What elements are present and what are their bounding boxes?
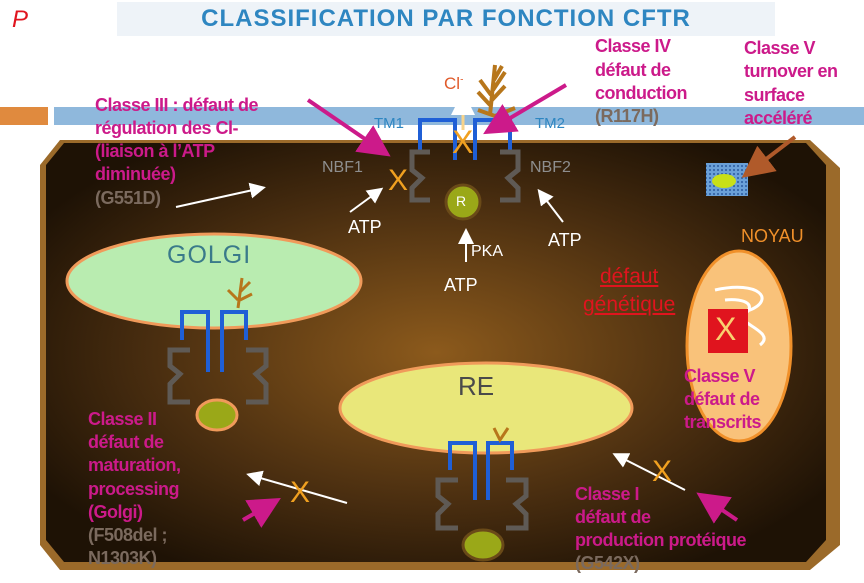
x-mark-conduction: X — [452, 124, 474, 160]
class2-mutation-2: N1303K) — [88, 548, 157, 568]
class3-line-4: diminuée) — [95, 164, 176, 184]
atp-arrow-right — [537, 188, 564, 223]
x-mark-production: X — [652, 455, 673, 488]
x-mark-genetic: X — [715, 311, 737, 347]
nbf2-label: NBF2 — [530, 159, 571, 176]
blue-bar — [54, 107, 864, 125]
orange-bar — [0, 107, 48, 125]
tm2-label: TM2 — [535, 115, 565, 132]
atp-label-right: ATP — [548, 230, 582, 250]
class2-arrow — [241, 497, 281, 528]
x-mark-maturation: X — [290, 476, 311, 509]
class2-mutation-1: (F508del ; — [88, 525, 168, 545]
genetic-defect-box — [708, 309, 748, 353]
class1-arrow — [696, 492, 739, 524]
nbf1-label: NBF1 — [322, 159, 363, 176]
class4-line-2: défaut de — [595, 60, 671, 80]
class4-mutation: (R117H) — [595, 106, 659, 126]
genetic-defect-label-1: défaut — [600, 265, 659, 288]
class1-line-3: production protéique — [575, 530, 746, 550]
pka-label: PKA — [471, 243, 504, 260]
class3-pointer — [175, 182, 266, 208]
cl-ion-label: Cl- — [444, 74, 464, 93]
class2-line-4: processing — [88, 479, 180, 499]
class4-arrow — [483, 83, 568, 135]
class5b-line-3: transcrits — [684, 412, 762, 432]
class1-mutation: (G542X) — [575, 553, 640, 573]
cftr-channel-golgi — [167, 277, 269, 432]
class5b-line-1: Classe V — [684, 366, 756, 386]
class3-arrow — [306, 98, 391, 157]
class3-line-1: Classe III : défaut de — [95, 95, 259, 115]
class5a-line-4: accéléré — [744, 108, 813, 128]
class5a-line-1: Classe V — [744, 38, 816, 58]
atp-label-left: ATP — [348, 217, 382, 237]
class5b-line-2: défaut de — [684, 389, 760, 409]
class1-pointer — [612, 453, 686, 491]
page-letter: P — [12, 6, 29, 33]
cftr-channel-top — [409, 64, 521, 221]
surface-protein — [712, 174, 736, 188]
class2-line-1: Classe II — [88, 409, 157, 429]
class3-line-2: régulation des Cl- — [95, 118, 239, 138]
class2-line-5: (Golgi) — [88, 502, 143, 522]
class4-line-3: conduction — [595, 83, 688, 103]
class5a-line-3: surface — [744, 85, 805, 105]
class5a-arrow — [741, 135, 797, 178]
class3-line-3: (liaison à l’ATP — [95, 141, 215, 161]
class5a-line-2: turnover en — [744, 61, 838, 81]
golgi-organelle — [65, 232, 363, 330]
class2-line-3: maturation, — [88, 455, 181, 475]
page-title: CLASSIFICATION PAR FONCTION CFTR — [117, 2, 775, 36]
class1-line-2: défaut de — [575, 507, 651, 527]
class3-mutation: (G551D) — [95, 188, 161, 208]
atp-label-bottom: ATP — [444, 275, 478, 295]
x-mark-regulation: X — [388, 164, 409, 197]
noyau-label: NOYAU — [741, 226, 804, 246]
class4-line-1: Classe IV — [595, 36, 671, 56]
cftr-channel-re — [435, 427, 529, 562]
class2-line-2: défaut de — [88, 432, 164, 452]
r-domain-label: R — [456, 193, 467, 209]
golgi-label: GOLGI — [167, 241, 252, 269]
class1-line-1: Classe I — [575, 484, 640, 504]
class2-pointer — [246, 470, 348, 504]
re-label: RE — [458, 371, 495, 401]
atp-arrow-left — [349, 187, 384, 213]
genetic-defect-label-2: génétique — [583, 293, 676, 316]
tm1-label: TM1 — [374, 115, 404, 132]
